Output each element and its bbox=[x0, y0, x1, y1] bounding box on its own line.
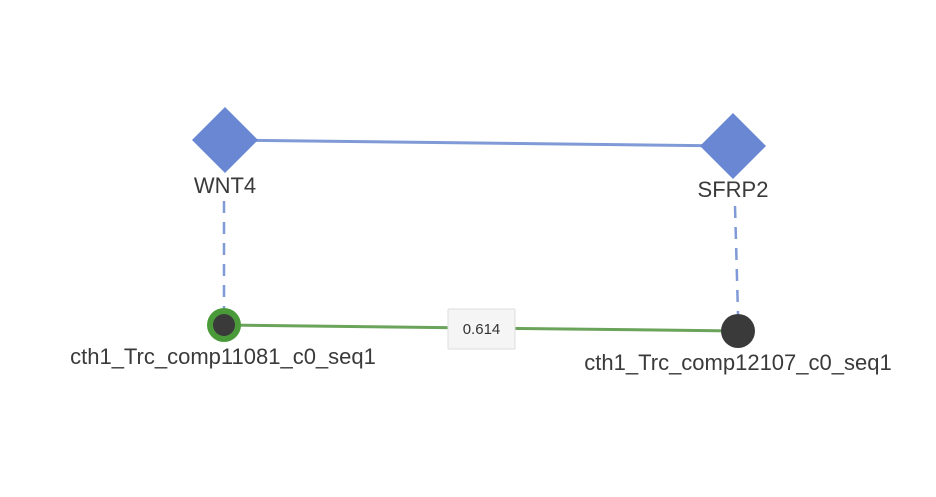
node-label-sfrp2: SFRP2 bbox=[698, 177, 769, 202]
edge-wnt4-sfrp2[interactable] bbox=[224, 138, 734, 148]
gene-node-sfrp2[interactable] bbox=[700, 113, 766, 179]
node-label-transcript-a: cth1_Trc_comp11081_c0_seq1 bbox=[70, 344, 376, 369]
transcript-node-b[interactable] bbox=[721, 314, 755, 348]
edge-weight-text: 0.614 bbox=[463, 321, 501, 338]
node-label-wnt4: WNT4 bbox=[194, 173, 256, 198]
gene-node-wnt4[interactable] bbox=[192, 107, 258, 173]
edge-weight-label: 0.614 bbox=[447, 308, 516, 350]
node-label-transcript-b: cth1_Trc_comp12107_c0_seq1 bbox=[584, 350, 891, 375]
edge-sfrp2-transcript-b[interactable] bbox=[733, 205, 740, 315]
transcript-node-a[interactable] bbox=[213, 314, 235, 336]
